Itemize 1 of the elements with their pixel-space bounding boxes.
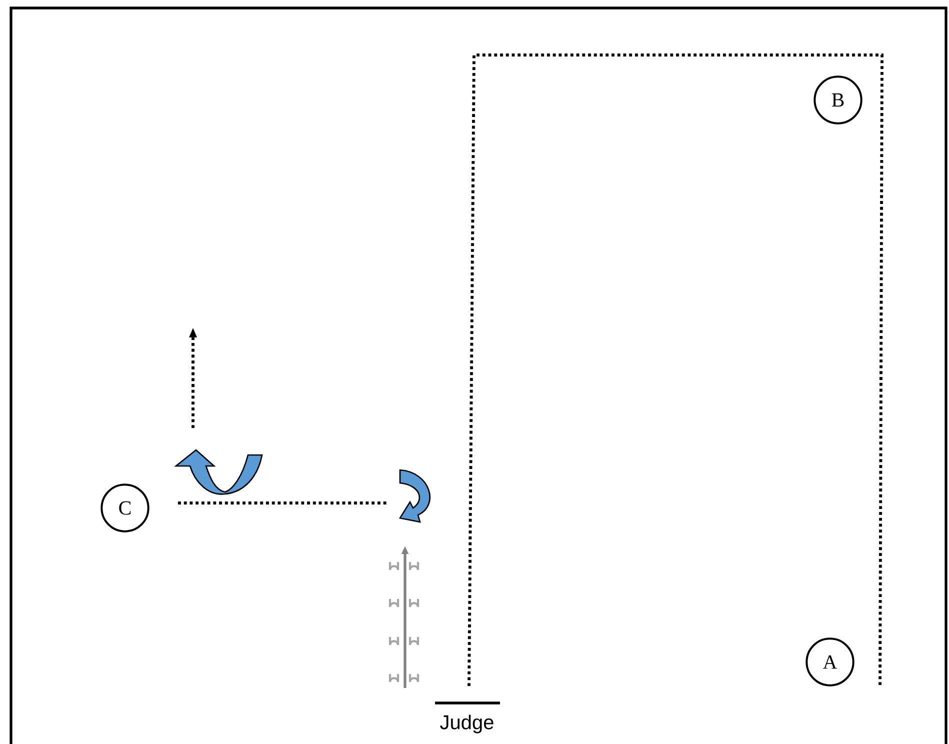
judge-label: Judge [440, 714, 494, 734]
